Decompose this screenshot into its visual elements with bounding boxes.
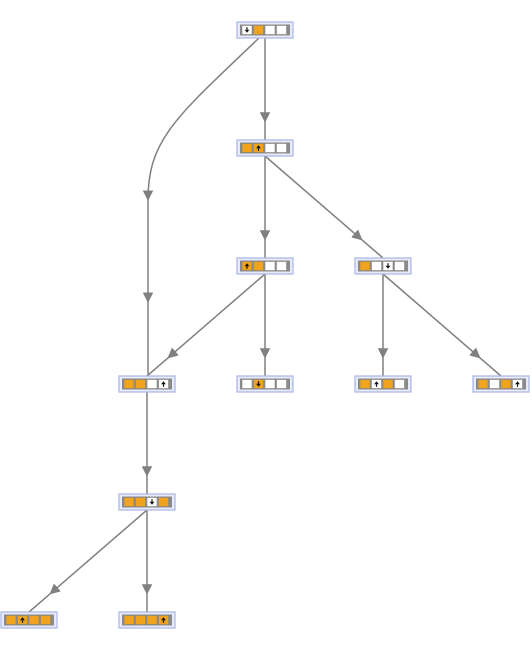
tape-cell xyxy=(264,143,276,153)
tape-cell xyxy=(276,143,287,153)
tape-cell xyxy=(241,143,253,153)
tape-cell xyxy=(146,615,158,625)
tape-cell xyxy=(359,261,371,271)
tape-cell xyxy=(40,615,51,625)
tape-cell xyxy=(241,379,253,389)
state-node-n4 xyxy=(118,375,176,393)
tape-cell xyxy=(158,497,169,507)
head-up-icon xyxy=(244,263,250,269)
head-down-icon xyxy=(244,27,250,33)
tape-cell xyxy=(123,379,135,389)
state-node-n6 xyxy=(354,375,412,393)
tape-cell xyxy=(394,261,405,271)
tape-cell xyxy=(146,379,158,389)
tape-cell xyxy=(371,261,382,271)
tape-cell xyxy=(394,379,405,389)
tape-cell xyxy=(264,25,276,35)
head-up-icon xyxy=(161,381,166,387)
state-node-n3 xyxy=(354,257,412,275)
head-down-icon xyxy=(149,499,155,505)
state-node-n7 xyxy=(472,375,530,393)
tape-cell xyxy=(253,261,264,271)
tape-cell xyxy=(123,615,135,625)
tape-cell xyxy=(123,497,135,507)
tape-cell xyxy=(264,261,276,271)
tape-cell xyxy=(500,379,512,389)
tape-cell xyxy=(276,261,287,271)
head-up-icon xyxy=(374,381,379,387)
tape-cell xyxy=(264,379,276,389)
tape-cell xyxy=(28,615,40,625)
tape-cell xyxy=(477,379,489,389)
edges-layer xyxy=(28,37,502,613)
edge-n0-n4 xyxy=(142,37,260,376)
tape-cell xyxy=(5,615,17,625)
edge-n8-n9 xyxy=(28,509,148,613)
tape-cell xyxy=(276,25,287,35)
state-node-n2 xyxy=(236,257,294,275)
state-node-n9 xyxy=(0,611,58,629)
state-node-n5 xyxy=(236,375,294,393)
head-up-icon xyxy=(515,381,520,387)
state-node-n0 xyxy=(236,21,294,39)
edge-n3-n7 xyxy=(382,273,502,377)
nodes-layer xyxy=(0,21,530,629)
tape-cell xyxy=(135,615,146,625)
tape-cell xyxy=(382,379,394,389)
head-down-icon xyxy=(385,263,391,269)
edge-n2-n4 xyxy=(146,273,266,377)
state-node-n1 xyxy=(236,139,294,157)
tape-cell xyxy=(253,25,264,35)
head-up-icon xyxy=(20,617,25,623)
tape-cell xyxy=(359,379,371,389)
state-node-n8 xyxy=(118,493,176,511)
tape-cell xyxy=(135,379,146,389)
tape-cell xyxy=(135,497,146,507)
head-up-icon xyxy=(256,145,261,151)
tape-cell xyxy=(276,379,287,389)
head-down-icon xyxy=(256,381,261,387)
head-up-icon xyxy=(161,617,166,623)
state-node-n10 xyxy=(118,611,176,629)
edge-n1-n3 xyxy=(264,155,384,259)
tape-cell xyxy=(489,379,500,389)
